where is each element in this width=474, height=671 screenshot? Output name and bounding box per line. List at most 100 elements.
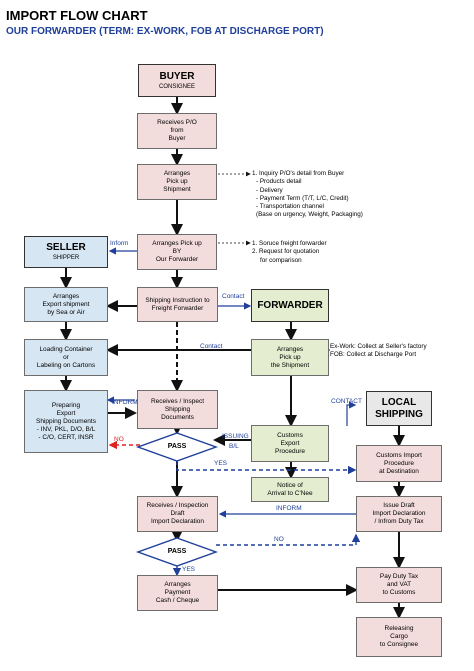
box-line: Draft <box>170 510 185 517</box>
box-line: Arranges <box>276 345 304 353</box>
box-line: to Customs <box>382 589 416 596</box>
decision-pass-1 <box>135 432 219 462</box>
customs-export-box: Customs Export Procedure <box>251 425 329 462</box>
note-line: - Delivery <box>256 186 283 194</box>
box-line: / Infrom Duty Tax <box>374 518 424 525</box>
receives-draft-box: Receives / Inspection Draft Import Decla… <box>137 496 218 532</box>
yes-label-1: YES <box>214 460 228 467</box>
box-line: or <box>63 353 69 361</box>
box-line: the Shipment <box>270 361 310 369</box>
inform-label-3: INFORM <box>276 505 302 512</box>
box-line: Procedure <box>275 447 305 455</box>
box-line: to Consignee <box>379 641 419 648</box>
box-line: Preparing <box>51 401 81 409</box>
box-line: Import Declaration <box>372 510 426 517</box>
customs-import-box: Customs Import Procedure at Destination <box>356 445 442 482</box>
no-label-1: NO <box>114 436 124 443</box>
box-line: Customs Import <box>376 451 422 459</box>
box-line: Shipment <box>163 186 191 193</box>
inform-label-2: INFORM <box>112 399 138 406</box>
box-line: Arranges Pick up <box>152 240 202 247</box>
box-line: by Sea or Air <box>47 308 85 316</box>
box-line: Issue Draft <box>383 502 415 509</box>
box-line: Loading Container <box>39 345 93 353</box>
note-line: 1. Soruce freight forwarder <box>252 240 327 247</box>
receives-po-line: Buyer <box>168 135 186 142</box>
receives-po-line: from <box>170 127 184 134</box>
box-line: and VAT <box>386 581 412 588</box>
note-line: - Payment Term (T/T, L/C, Credit) <box>256 194 349 202</box>
decision-pass-2 <box>135 537 219 567</box>
box-line: Arranges <box>52 292 80 300</box>
box-line: Receives / Inspection <box>146 502 209 509</box>
local-shipping-label: LOCAL SHIPPING <box>375 396 423 420</box>
arranges-export-box: Arranges Export shipment by Sea or Air <box>24 287 108 322</box>
box-line: BY <box>172 248 182 255</box>
shipping-instruction-box: Shipping Instruction to Freight Forwarde… <box>137 287 218 322</box>
buyer-box: BUYER CONSIGNEE <box>138 64 216 97</box>
box-line: - C/O, CERT, INSR <box>38 433 94 441</box>
local-shipping-box: LOCAL SHIPPING <box>366 391 432 426</box>
receives-po-box: Receives P/O from Buyer <box>137 113 217 149</box>
yes-label-2: YES <box>182 566 196 573</box>
note-line: - Products detail <box>256 178 302 186</box>
box-line: Shipping Instruction to <box>145 296 210 304</box>
box-line: Labeling on Cartons <box>36 361 96 369</box>
box-line: Arranges <box>164 581 191 588</box>
inform-label-1: Inform <box>110 240 129 247</box>
box-line: Shipping Documents <box>36 417 96 425</box>
box-line: Export <box>56 409 76 417</box>
box-line: Releasing <box>384 625 414 632</box>
box-line: Export shipment <box>42 300 90 308</box>
box-line: Shipping <box>164 405 191 413</box>
box-line: Cargo <box>390 633 408 640</box>
box-line: Customs <box>277 431 303 439</box>
box-line: Freight Forwarder <box>151 304 204 312</box>
box-line: - INV, PKL, D/O, B/L <box>36 425 96 433</box>
box-line: Procedure <box>384 459 414 467</box>
box-line: Pick up <box>166 178 188 185</box>
note-line: FOB: Collect at Discharge Port <box>330 351 417 359</box>
box-line: Arrival to C'Nee <box>267 489 313 497</box>
box-line: Payment <box>164 589 191 596</box>
shipper-label: SHIPPER <box>52 255 80 261</box>
arranges-pickup-forwarder-box: Arranges Pick up BY Our Forwarder <box>137 234 217 270</box>
exwork-note: Ex-Work: Collect at Seller's factory FOB… <box>330 343 427 360</box>
source-note: 1. Soruce freight forwarder 2. Request f… <box>252 240 327 265</box>
contact-label-3: CONTACT <box>331 398 362 405</box>
contact-label-2: Contact <box>200 343 223 350</box>
page-title: IMPORT FLOW CHART <box>6 8 148 23</box>
no-label-2: NO <box>274 536 284 543</box>
note-line: 2. Request for quotation <box>252 248 320 256</box>
box-line: Pick up <box>279 353 301 361</box>
receives-inspect-box: Receives / Inspect Shipping Documents <box>137 390 218 429</box>
fwd-arranges-pickup-box: Arranges Pick up the Shipment <box>251 339 329 376</box>
note-line: for comparison <box>260 256 302 264</box>
box-line: Cash / Cheque <box>155 597 200 604</box>
box-line: at Destination <box>379 467 419 475</box>
page-subtitle: OUR FORWARDER (TERM: EX-WORK, FOB AT DIS… <box>6 26 324 37</box>
box-line: Receives / Inspect <box>150 397 205 405</box>
preparing-docs-box: Preparing Export Shipping Documents - IN… <box>24 390 108 453</box>
box-line: Arranges <box>163 170 191 177</box>
box-line: Export <box>280 439 300 447</box>
box-line: Import Declaration <box>150 518 205 525</box>
pass-label-2: PASS <box>167 548 187 555</box>
box-line: Our Forwarder <box>155 256 199 263</box>
contact-label-1: Contact <box>222 293 245 300</box>
receives-po-line: Receives P/O <box>157 119 197 126</box>
bl-label: B/L <box>229 443 239 450</box>
arranges-pickup-shipment-box: Arranges Pick up Shipment <box>137 164 217 200</box>
box-line: Notice of <box>277 481 303 489</box>
seller-label: SELLER <box>46 242 86 253</box>
issue-draft-box: Issue Draft Import Declaration / Infrom … <box>356 496 442 532</box>
note-line: - Transportation channel <box>256 203 324 211</box>
pass-label-1: PASS <box>167 443 187 450</box>
note-line: 1. Inquiry P/O's detail from Buyer <box>252 170 345 177</box>
note-line: Ex-Work: Collect at Seller's factory <box>330 343 427 350</box>
box-line: Documents <box>161 413 194 421</box>
box-line: Pay Duty Tax <box>379 573 419 580</box>
forwarder-box: FORWARDER <box>251 289 329 322</box>
consignee-label: CONSIGNEE <box>158 83 195 90</box>
